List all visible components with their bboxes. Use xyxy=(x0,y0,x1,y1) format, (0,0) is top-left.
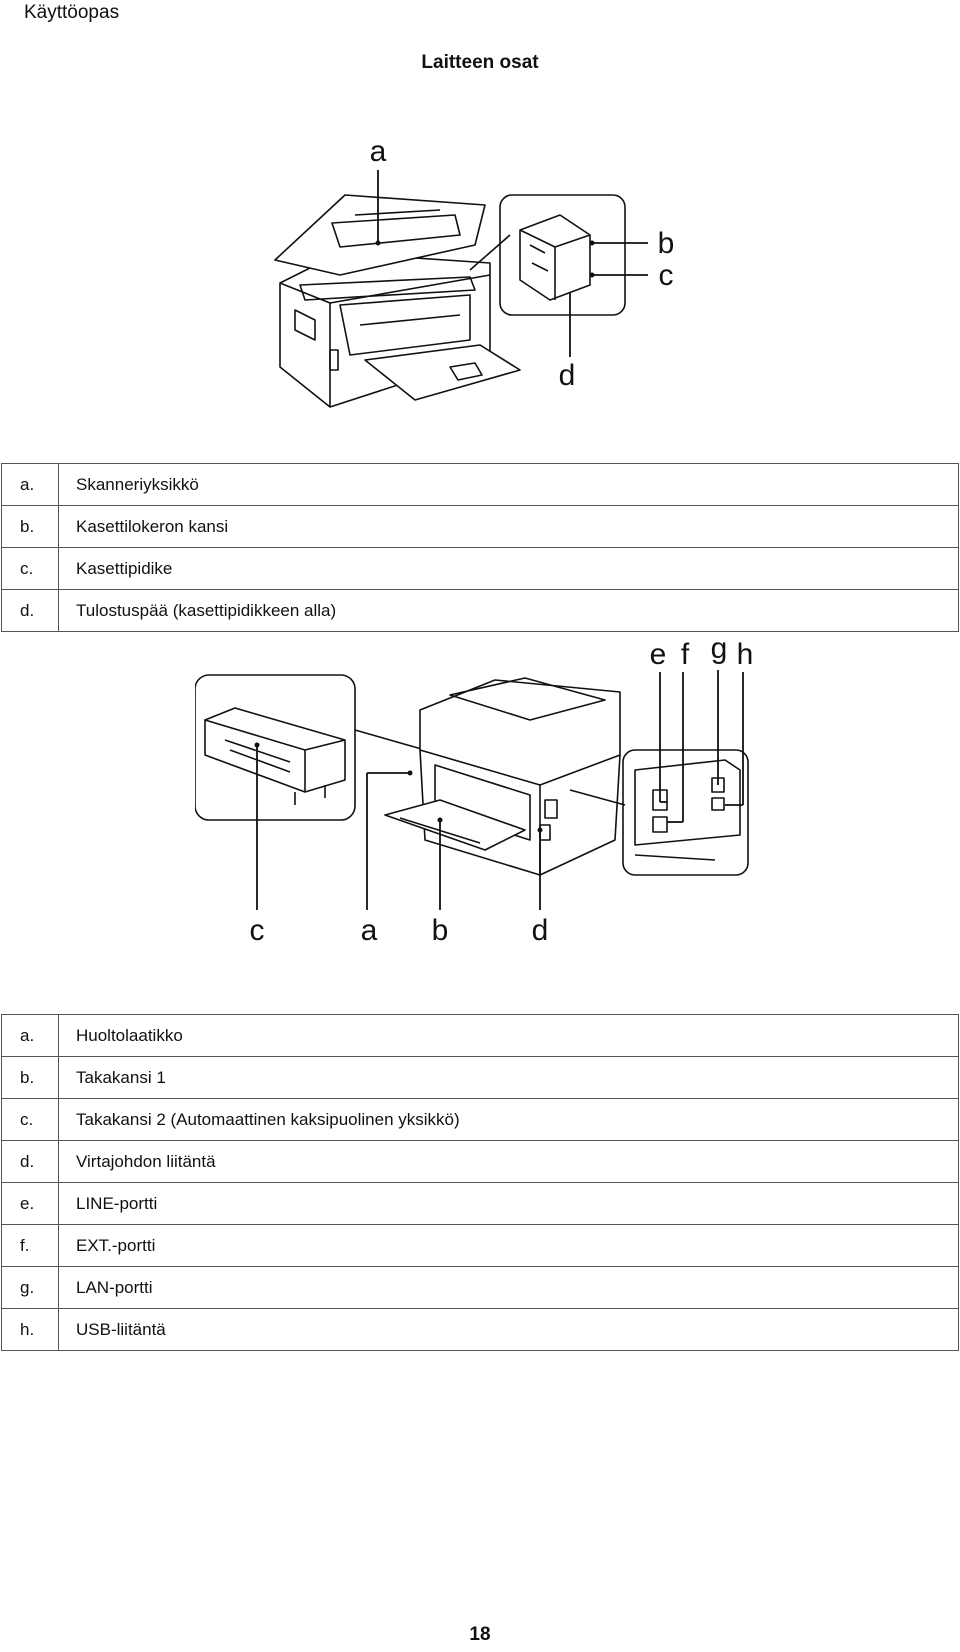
callout-d-rear: d xyxy=(532,914,549,947)
printer-front-illustration: a b c d xyxy=(274,135,675,408)
page-number: 18 xyxy=(469,1624,491,1645)
table-row: c.Kasettipidike xyxy=(1,547,959,590)
row-description: Tulostuspää (kasettipidikkeen alla) xyxy=(58,589,959,632)
callout-a: a xyxy=(370,135,387,168)
row-key: d. xyxy=(1,1140,59,1183)
row-description: Takakansi 1 xyxy=(58,1056,959,1099)
row-description: Takakansi 2 (Automaattinen kaksipuolinen… xyxy=(58,1098,959,1141)
callout-d: d xyxy=(559,359,576,392)
row-key: a. xyxy=(1,1014,59,1057)
table-row: c.Takakansi 2 (Automaattinen kaksipuolin… xyxy=(1,1098,959,1141)
callout-a-rear: a xyxy=(361,914,378,947)
callout-e: e xyxy=(650,640,667,671)
row-description: EXT.-portti xyxy=(58,1224,959,1267)
table-row: b.Kasettilokeron kansi xyxy=(1,505,959,548)
running-header: Käyttöopas xyxy=(24,2,120,23)
row-description: LAN-portti xyxy=(58,1266,959,1309)
callout-b-rear: b xyxy=(432,914,449,947)
callout-c: c xyxy=(659,259,674,292)
row-description: Skanneriyksikkö xyxy=(58,463,959,506)
table-row: b.Takakansi 1 xyxy=(1,1056,959,1099)
printer-rear-illustration: e f g h c a b d xyxy=(195,640,754,947)
row-key: h. xyxy=(1,1308,59,1351)
row-key: c. xyxy=(1,547,59,590)
row-key: b. xyxy=(1,1056,59,1099)
row-key: d. xyxy=(1,589,59,632)
section-title: Laitteen osat xyxy=(421,52,539,73)
row-key: b. xyxy=(1,505,59,548)
row-description: Kasettipidike xyxy=(58,547,959,590)
table-row: d.Tulostuspää (kasettipidikkeen alla) xyxy=(1,589,959,632)
row-description: LINE-portti xyxy=(58,1182,959,1225)
row-description: Virtajohdon liitäntä xyxy=(58,1140,959,1183)
callout-h: h xyxy=(737,640,754,671)
table-row: a.Skanneriyksikkö xyxy=(1,463,959,506)
row-key: f. xyxy=(1,1224,59,1267)
row-description: Huoltolaatikko xyxy=(58,1014,959,1057)
row-key: g. xyxy=(1,1266,59,1309)
table-row: d.Virtajohdon liitäntä xyxy=(1,1140,959,1183)
row-key: c. xyxy=(1,1098,59,1141)
callout-g: g xyxy=(711,640,728,665)
row-description: Kasettilokeron kansi xyxy=(58,505,959,548)
row-description: USB-liitäntä xyxy=(58,1308,959,1351)
row-key: a. xyxy=(1,463,59,506)
table-row: f.EXT.-portti xyxy=(1,1224,959,1267)
table-row: a.Huoltolaatikko xyxy=(1,1014,959,1057)
table-row: h.USB-liitäntä xyxy=(1,1308,959,1351)
row-key: e. xyxy=(1,1182,59,1225)
table-row: g.LAN-portti xyxy=(1,1266,959,1309)
callout-c-rear: c xyxy=(250,914,265,947)
callout-f: f xyxy=(681,640,690,671)
callout-b: b xyxy=(658,227,675,260)
table-row: e.LINE-portti xyxy=(1,1182,959,1225)
